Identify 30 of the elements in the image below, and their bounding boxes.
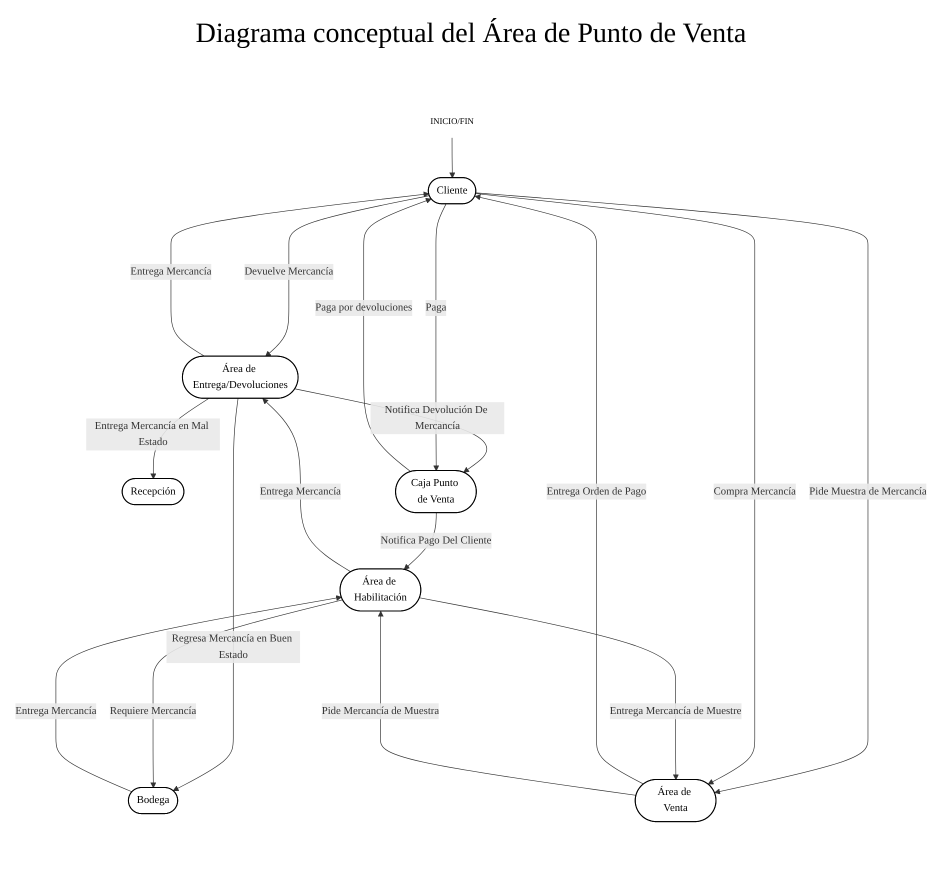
edge-label: Pide Mercancía de Muestra bbox=[322, 705, 440, 717]
arrow bbox=[476, 193, 756, 784]
edge-label: Entrega Mercancía bbox=[130, 266, 212, 278]
arrow bbox=[476, 192, 868, 794]
arrow bbox=[172, 398, 238, 791]
arrow bbox=[419, 597, 679, 780]
node-text: INICIO/FIN bbox=[430, 116, 474, 126]
edge-label: Entrega Mercancía en Mal Estado bbox=[94, 420, 209, 448]
arrow bbox=[56, 595, 342, 792]
edge-label: Notifica Devolución De Mercancía bbox=[384, 404, 488, 432]
edge-label: Entrega Mercancía de Muestre bbox=[610, 705, 742, 717]
arrow bbox=[262, 398, 352, 572]
diagram-title: Diagrama conceptual del Área de Punto de Venta bbox=[196, 18, 746, 50]
edge-label: Paga por devoluciones bbox=[315, 302, 412, 314]
arrow bbox=[474, 194, 644, 785]
edge-label: Compra Mercancía bbox=[714, 486, 796, 497]
edge-label: Entrega Orden de Pago bbox=[546, 486, 646, 497]
edge-label: Paga bbox=[426, 302, 446, 314]
arrow bbox=[363, 198, 432, 472]
edge-label: Entrega Mercancía bbox=[260, 486, 341, 497]
edge-label: Devuelve Mercancía bbox=[244, 266, 334, 278]
edge-label: Notifica Pago Del Cliente bbox=[380, 534, 492, 546]
edge-label: Regresa Mercancía en Buen Estado bbox=[172, 633, 292, 660]
edge-label: Pide Muestra de Mercancía bbox=[809, 486, 927, 497]
edge-label: Requiere Mercancía bbox=[110, 705, 196, 717]
edge-label: Entrega Mercancía bbox=[15, 705, 96, 717]
arrow bbox=[265, 195, 430, 357]
arrow bbox=[170, 191, 430, 357]
arrow bbox=[378, 611, 637, 796]
arrow bbox=[449, 137, 456, 178]
